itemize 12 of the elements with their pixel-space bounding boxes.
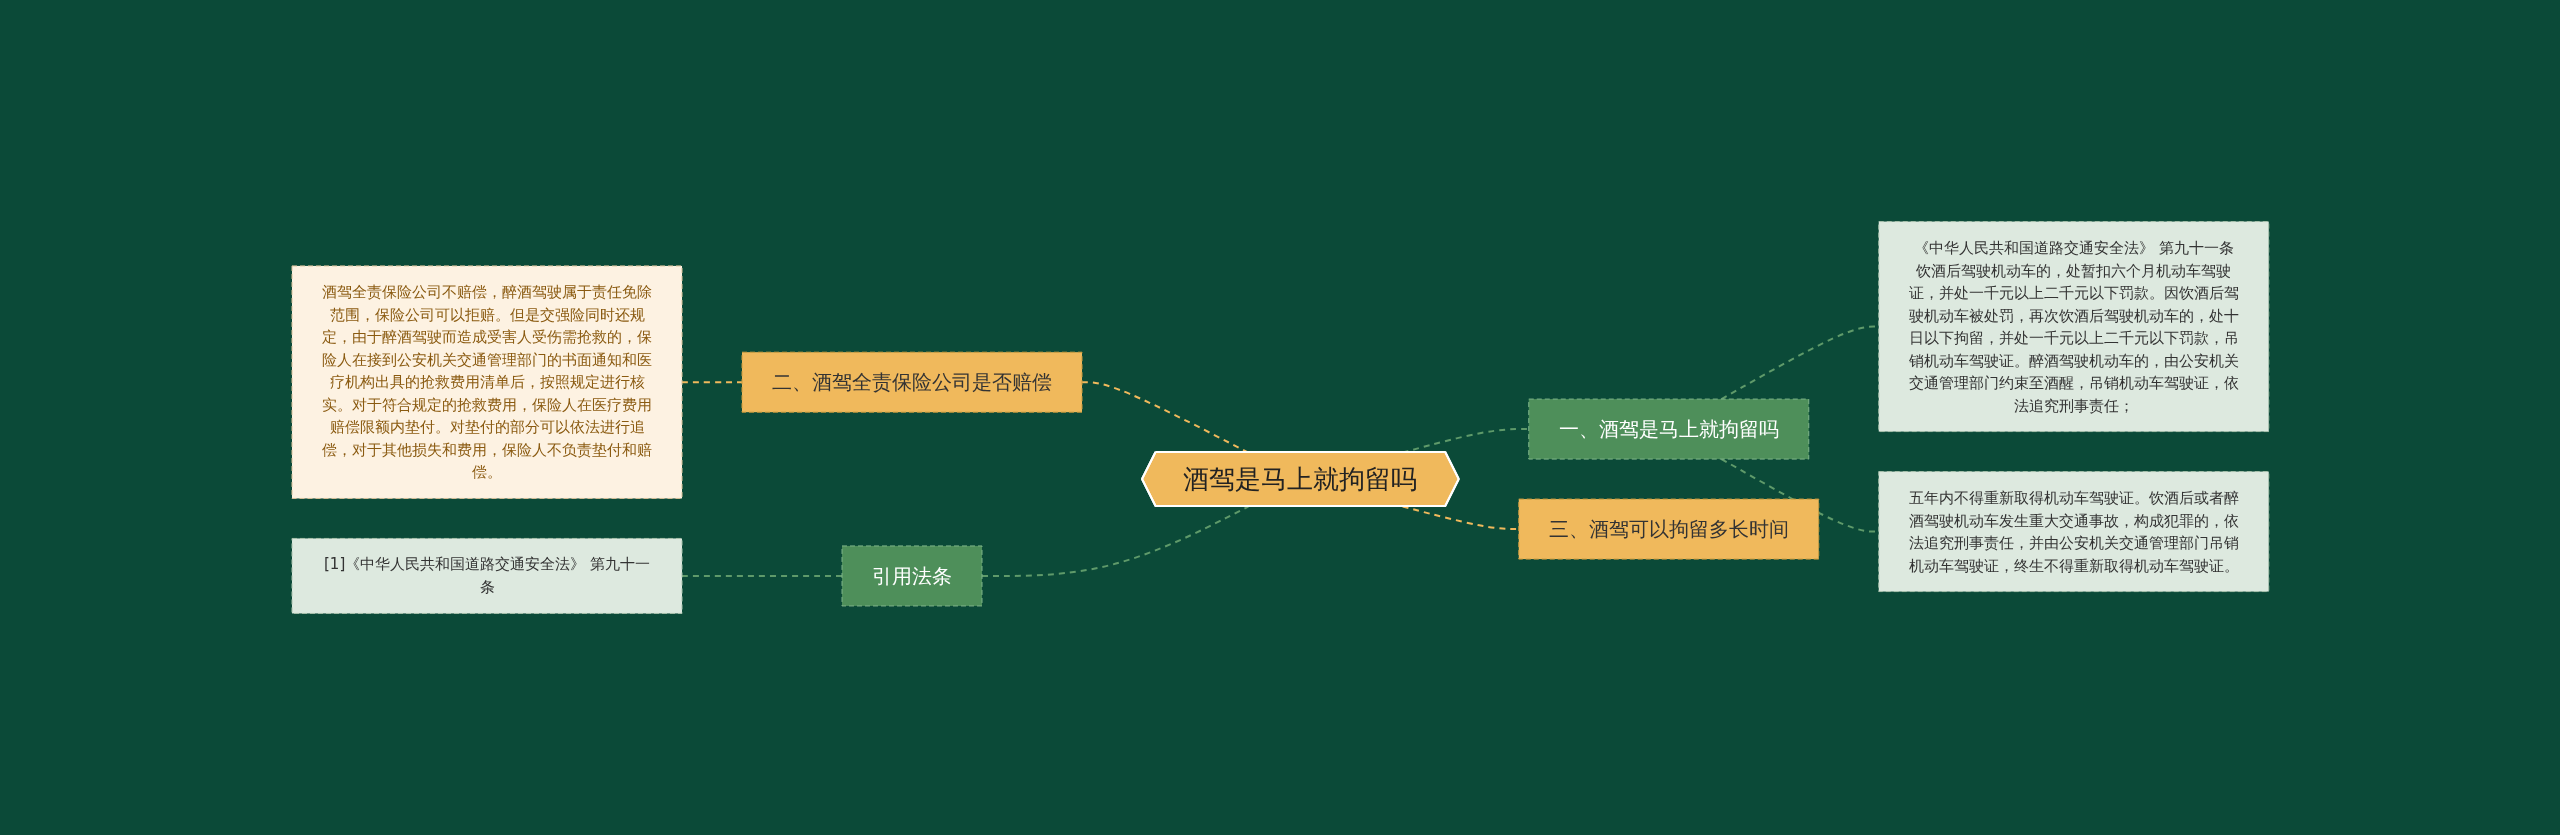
connector: [680, 574, 843, 577]
node-box: 引用法条: [841, 545, 983, 607]
node-box: 一、酒驾是马上就拘留吗: [1527, 398, 1809, 460]
connector: [980, 505, 1249, 577]
node-box: 二、酒驾全责保险公司是否赔偿: [741, 351, 1083, 413]
node-box: 《中华人民共和国道路交通安全法》 第九十一条饮酒后驾驶机动车的，处暂扣六个月机动车驾驶证，并处一千元以上二千元以下罚款。因饮酒后驾驶机动车被处罚，再次饮酒后驾驶机动车的，处十日以下拘留，并处一千元以上二千元以下罚款，吊销机动车驾驶证。醉酒驾驶机动车的，由公安机关交通管理部门约束至酒醒，吊销机动车驾驶证，依法追究刑事责任；: [1877, 221, 2269, 433]
connector: [1080, 381, 1249, 454]
node-box: 酒驾全责保险公司不赔偿，醉酒驾驶属于责任免除范围，保险公司可以拒赔。但是交强险同时还规定，由于醉酒驾驶而造成受害人受伤需抢救的，保险人在接到公安机关交通管理部门的书面通知和医疗机构出具的抢救费用清单后，按照规定进行核实。对于符合规定的抢救费用，保险人在医疗费用赔偿限额内垫付。对垫付的部分可以依法进行追偿，对于其他损失和费用，保险人不负责垫付和赔偿。: [291, 265, 683, 499]
node-box: 五年内不得重新取得机动车驾驶证。饮酒后或者醉酒驾驶机动车发生重大交通事故，构成犯罪的，依法追究刑事责任，并由公安机关交通管理部门吊销机动车驾驶证，终生不得重新取得机动车驾驶证。: [1877, 471, 2269, 593]
connector: [680, 381, 743, 384]
node-box: [1]《中华人民共和国道路交通安全法》 第九十一条: [291, 537, 683, 614]
node-box: 三、酒驾可以拘留多长时间: [1517, 498, 1819, 560]
